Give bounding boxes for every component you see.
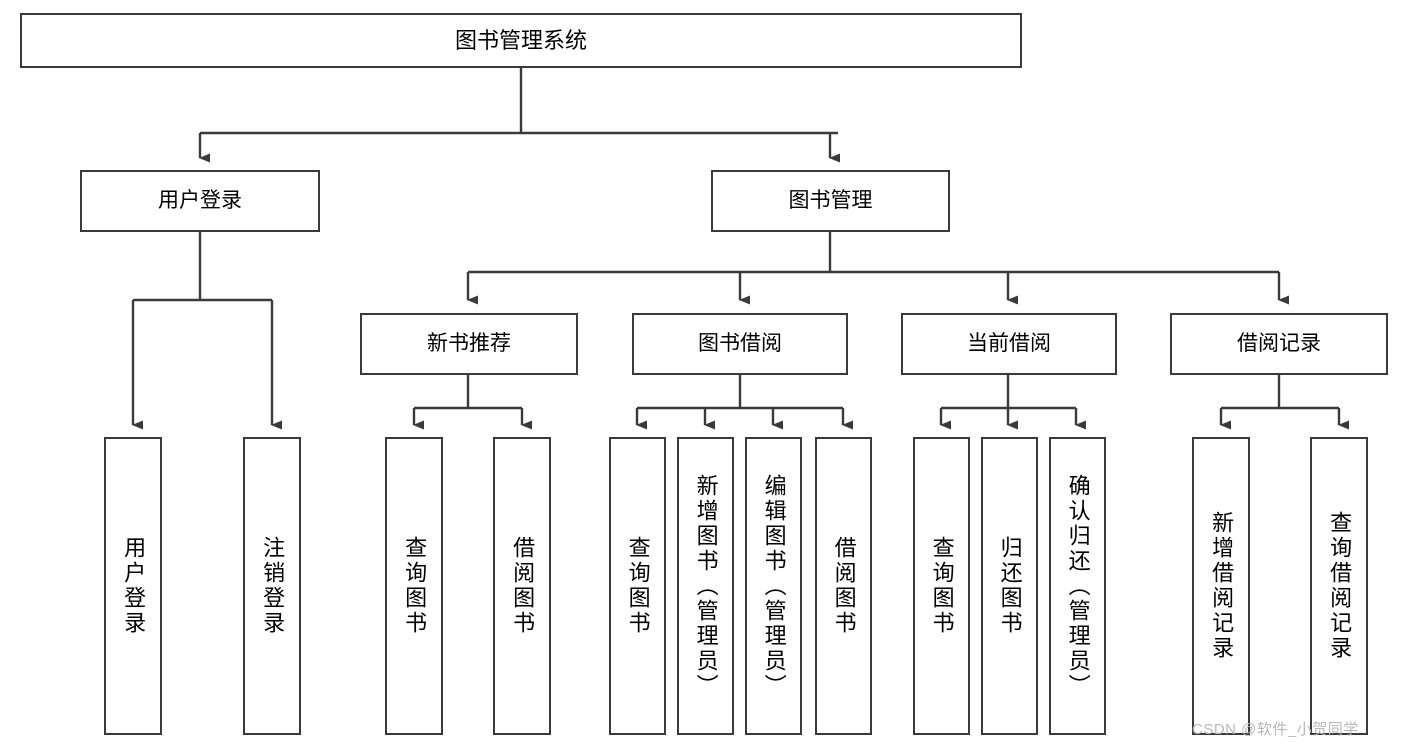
node-user-login[interactable]: 用户登录 [80,170,320,232]
leaf-current-borrow-confirm-return-admin-label: 确认归还（管理员） [1065,473,1091,699]
node-book-management[interactable]: 图书管理 [711,170,950,232]
leaf-book-borrow-borrow-book[interactable]: 借阅图书 [815,437,872,735]
node-borrow-record-label: 借阅记录 [1237,331,1321,355]
leaf-new-book-borrow-book[interactable]: 借阅图书 [493,437,551,735]
node-current-borrow-label: 当前借阅 [967,331,1051,355]
node-book-borrow-label: 图书借阅 [698,331,782,355]
leaf-book-borrow-borrow-book-label: 借阅图书 [831,536,857,636]
leaf-current-borrow-confirm-return-admin[interactable]: 确认归还（管理员） [1049,437,1106,735]
node-book-management-label: 图书管理 [788,188,873,212]
leaf-borrow-record-add-record[interactable]: 新增借阅记录 [1192,437,1250,735]
leaf-borrow-record-query-record[interactable]: 查询借阅记录 [1310,437,1368,735]
leaf-book-borrow-query-book[interactable]: 查询图书 [609,437,666,735]
watermark-credit: CSDN @软件_小贺同学 [1192,721,1359,738]
leaf-user-login-logout-label: 注销登录 [260,536,286,636]
leaf-book-borrow-add-book-admin[interactable]: 新增图书（管理员） [677,437,734,735]
leaf-borrow-record-query-record-label: 查询借阅记录 [1327,511,1353,661]
node-new-book-recommend-label: 新书推荐 [427,331,511,355]
node-borrow-record[interactable]: 借阅记录 [1170,313,1388,375]
leaf-current-borrow-query-book-label: 查询图书 [929,536,955,636]
leaf-borrow-record-add-record-label: 新增借阅记录 [1209,511,1235,661]
leaf-book-borrow-edit-book-admin-label: 编辑图书（管理员） [761,473,787,699]
leaf-user-login-login[interactable]: 用户登录 [104,437,162,735]
leaf-current-borrow-return-book[interactable]: 归还图书 [981,437,1038,735]
leaf-current-borrow-query-book[interactable]: 查询图书 [913,437,970,735]
leaf-book-borrow-add-book-admin-label: 新增图书（管理员） [693,473,719,699]
node-current-borrow[interactable]: 当前借阅 [901,313,1117,375]
leaf-user-login-login-label: 用户登录 [121,536,147,636]
node-root-system-label: 图书管理系统 [454,27,587,53]
leaf-user-login-logout[interactable]: 注销登录 [243,437,301,735]
leaf-new-book-borrow-book-label: 借阅图书 [510,536,536,636]
leaf-book-borrow-edit-book-admin[interactable]: 编辑图书（管理员） [745,437,802,735]
node-book-borrow[interactable]: 图书借阅 [632,313,848,375]
leaf-new-book-query-book[interactable]: 查询图书 [385,437,443,735]
leaf-current-borrow-return-book-label: 归还图书 [997,536,1023,636]
leaf-new-book-query-book-label: 查询图书 [402,536,428,636]
node-new-book-recommend[interactable]: 新书推荐 [360,313,578,375]
leaf-book-borrow-query-book-label: 查询图书 [625,536,651,636]
node-root-system[interactable]: 图书管理系统 [20,13,1022,68]
node-user-login-label: 用户登录 [158,188,242,212]
